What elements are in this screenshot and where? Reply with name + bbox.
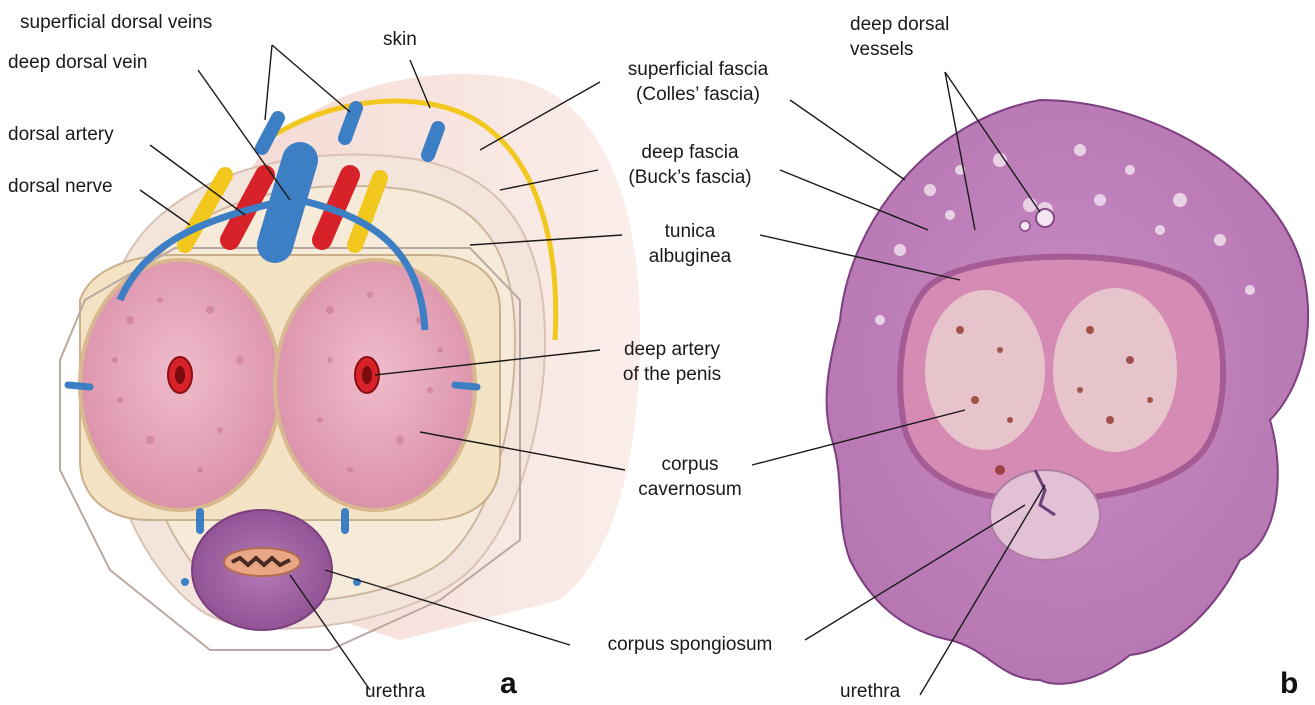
- label-skin: skin: [383, 29, 417, 50]
- label-deep-dorsal-vein: deep dorsal vein: [8, 52, 147, 73]
- lateral-vein-right: [455, 385, 477, 387]
- label-superficial-fascia: superficial fascia: [628, 59, 769, 80]
- label-dorsal-nerve: dorsal nerve: [8, 176, 113, 197]
- label-urethra-a: urethra: [365, 681, 426, 702]
- deep-artery-left-lumen: [175, 366, 185, 384]
- lateral-vein-left: [68, 385, 90, 387]
- label-corpus-spongiosum: corpus spongiosum: [608, 634, 773, 655]
- label-deep-fascia: deep fascia: [641, 142, 739, 163]
- label-deep-artery: deep artery: [624, 339, 721, 360]
- histology-panel-b: [827, 100, 1309, 684]
- label-corpus-cavernosum-sub: cavernosum: [638, 479, 742, 500]
- label-superficial-fascia-sub: (Colles’ fascia): [636, 84, 760, 105]
- label-corpus-cavernosum: corpus: [661, 454, 718, 475]
- histology-cavernosum-left: [925, 290, 1045, 450]
- histology-dorsal-vessel-2: [1020, 221, 1030, 231]
- label-dorsal-artery: dorsal artery: [8, 124, 114, 145]
- label-urethra-b: urethra: [840, 681, 901, 702]
- histology-cavernosum-right: [1053, 288, 1177, 452]
- label-deep-artery-sub: of the penis: [623, 364, 721, 385]
- leader-b-superficial-fascia: [790, 100, 905, 180]
- histology-spongiosum: [990, 470, 1100, 560]
- label-deep-fascia-sub: (Buck’s fascia): [628, 167, 751, 188]
- label-superficial-dorsal-veins: superficial dorsal veins: [20, 12, 212, 33]
- panel-label-a: a: [500, 667, 517, 700]
- label-deep-dorsal-vessels-sub: vessels: [850, 39, 913, 60]
- histology-deep-dorsal-vessel: [1036, 209, 1054, 227]
- illustration-panel-a: [60, 74, 640, 650]
- leader-superficial-dorsal-veins-1: [265, 45, 272, 120]
- label-deep-dorsal-vessels: deep dorsal: [850, 14, 949, 35]
- label-tunica: tunica: [665, 221, 716, 242]
- superficial-dorsal-vein-3: [428, 128, 438, 155]
- label-tunica-sub: albuginea: [649, 246, 732, 267]
- panel-label-b: b: [1280, 667, 1298, 700]
- deep-artery-right-lumen: [362, 366, 372, 384]
- ventral-vessel-small-left: [181, 578, 189, 586]
- leader-superficial-dorsal-veins-2: [272, 45, 350, 112]
